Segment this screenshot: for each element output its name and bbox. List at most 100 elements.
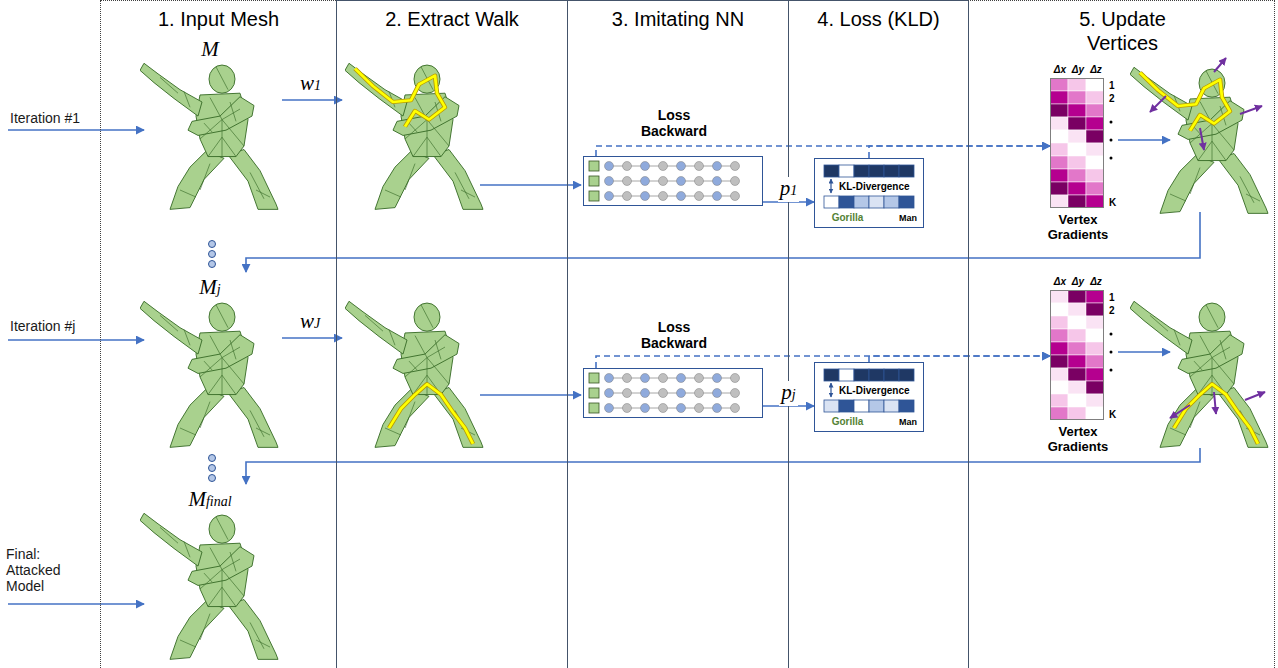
iteration-label: Iteration #j	[10, 318, 75, 334]
gradient-cell	[1086, 355, 1104, 368]
gradient-cell	[1050, 130, 1068, 143]
stage-heading: 3. Imitating NN	[568, 7, 788, 31]
gradient-cell	[1050, 182, 1068, 195]
divergence-label: KL-Divergence	[839, 181, 910, 193]
walk-step-icon	[589, 191, 599, 201]
gradient-cell	[1050, 381, 1068, 394]
rnn-unit	[623, 192, 632, 201]
prediction-cell	[884, 400, 899, 412]
stage-heading: 2. Extract Walk	[337, 7, 567, 31]
iteration-label: Iteration #1	[10, 110, 80, 126]
rnn-unit	[713, 404, 722, 413]
ellipsis-dot	[1110, 333, 1113, 336]
mesh-figure	[345, 63, 483, 209]
gradient-cell	[1068, 290, 1086, 303]
rnn-unit	[713, 192, 722, 201]
gradient-cell	[1086, 143, 1104, 156]
backprop-connector	[869, 146, 1050, 158]
walk-symbol: wJ	[300, 310, 320, 335]
loss-box: KL-DivergenceGorillaMan	[814, 158, 924, 228]
mesh-model: Mfinal	[140, 488, 280, 664]
mesh-symbol: Mfinal	[140, 488, 280, 513]
gradient-cell	[1050, 104, 1068, 117]
divergence-arrow	[830, 179, 831, 193]
target-distribution-cell	[884, 165, 899, 177]
gradient-cell	[1050, 407, 1068, 420]
rnn-unit	[731, 192, 740, 201]
prediction-cell	[869, 196, 884, 208]
rnn-unit	[659, 389, 668, 398]
rnn-unit	[641, 162, 650, 171]
gradient-cell	[1086, 290, 1104, 303]
walk-symbol: w1	[300, 72, 321, 97]
rnn-unit	[659, 162, 668, 171]
axis-label: Δy	[1069, 63, 1087, 77]
gradient-cell	[1050, 355, 1068, 368]
target-distribution-cell	[899, 369, 914, 381]
row-index: 1	[1109, 79, 1115, 92]
mesh-model: M	[140, 38, 280, 214]
rnn-unit	[695, 177, 704, 186]
rnn-unit	[695, 389, 704, 398]
stage-panel: 2. Extract Walk	[336, 0, 567, 668]
walk-step-icon	[589, 373, 599, 383]
backward-label: Loss Backward	[639, 319, 709, 351]
row-index: K	[1109, 408, 1116, 421]
rnn-unit	[605, 404, 614, 413]
result-label: Final: Attacked Model	[6, 546, 96, 594]
gradient-cell	[1068, 156, 1086, 169]
rnn-unit	[623, 374, 632, 383]
gradient-cell	[1086, 78, 1104, 91]
rnn-unit	[731, 162, 740, 171]
row-index: 2	[1109, 92, 1115, 105]
gradient-cell	[1050, 290, 1068, 303]
rnn-unit	[605, 374, 614, 383]
prediction-cell	[824, 400, 839, 412]
gradient-cell	[1086, 394, 1104, 407]
gradient-cell	[1050, 316, 1068, 329]
rnn-unit	[731, 177, 740, 186]
rnn-unit	[731, 389, 740, 398]
gradient-cell	[1068, 169, 1086, 182]
rnn-unit	[677, 192, 686, 201]
gradient-cell	[1050, 78, 1068, 91]
gradient-cell	[1086, 130, 1104, 143]
rnn-unit	[677, 389, 686, 398]
axis-label: Δy	[1069, 275, 1087, 289]
ellipsis-dot	[1110, 369, 1113, 372]
rnn-unit	[659, 192, 668, 201]
gradient-cell	[1068, 182, 1086, 195]
rnn-unit	[605, 177, 614, 186]
prediction-cell	[884, 196, 899, 208]
rnn-unit	[677, 177, 686, 186]
network-box: Loss Backward	[583, 368, 763, 418]
stage-panel: 4. Loss (KLD)KL-DivergenceGorillaManKL-D…	[788, 0, 968, 668]
walk-path	[1174, 384, 1258, 444]
gradient-cell	[1086, 342, 1104, 355]
prediction-cell	[839, 196, 854, 208]
target-distribution-cell	[869, 165, 884, 177]
rnn-unit	[605, 162, 614, 171]
prediction-cell	[854, 400, 869, 412]
gradient-cell	[1086, 104, 1104, 117]
gradient-cell	[1086, 381, 1104, 394]
prediction-cell	[869, 400, 884, 412]
gradient-cell	[1086, 169, 1104, 182]
rnn-unit	[695, 162, 704, 171]
target-distribution-cell	[884, 369, 899, 381]
output-symbol: p1	[778, 177, 800, 202]
gradient-cell	[1068, 316, 1086, 329]
gradient-cell	[1050, 195, 1068, 208]
gradient-cell	[1068, 394, 1086, 407]
rnn-unit	[641, 192, 650, 201]
rnn-unit	[623, 177, 632, 186]
gradient-cell	[1068, 368, 1086, 381]
walk-step-icon	[589, 388, 599, 398]
stage-panel: 3. Imitating NNLoss BackwardLoss Backwar…	[567, 0, 788, 668]
gradient-cell	[1068, 104, 1086, 117]
gradient-cell	[1050, 117, 1068, 130]
gradient-cell	[1068, 303, 1086, 316]
